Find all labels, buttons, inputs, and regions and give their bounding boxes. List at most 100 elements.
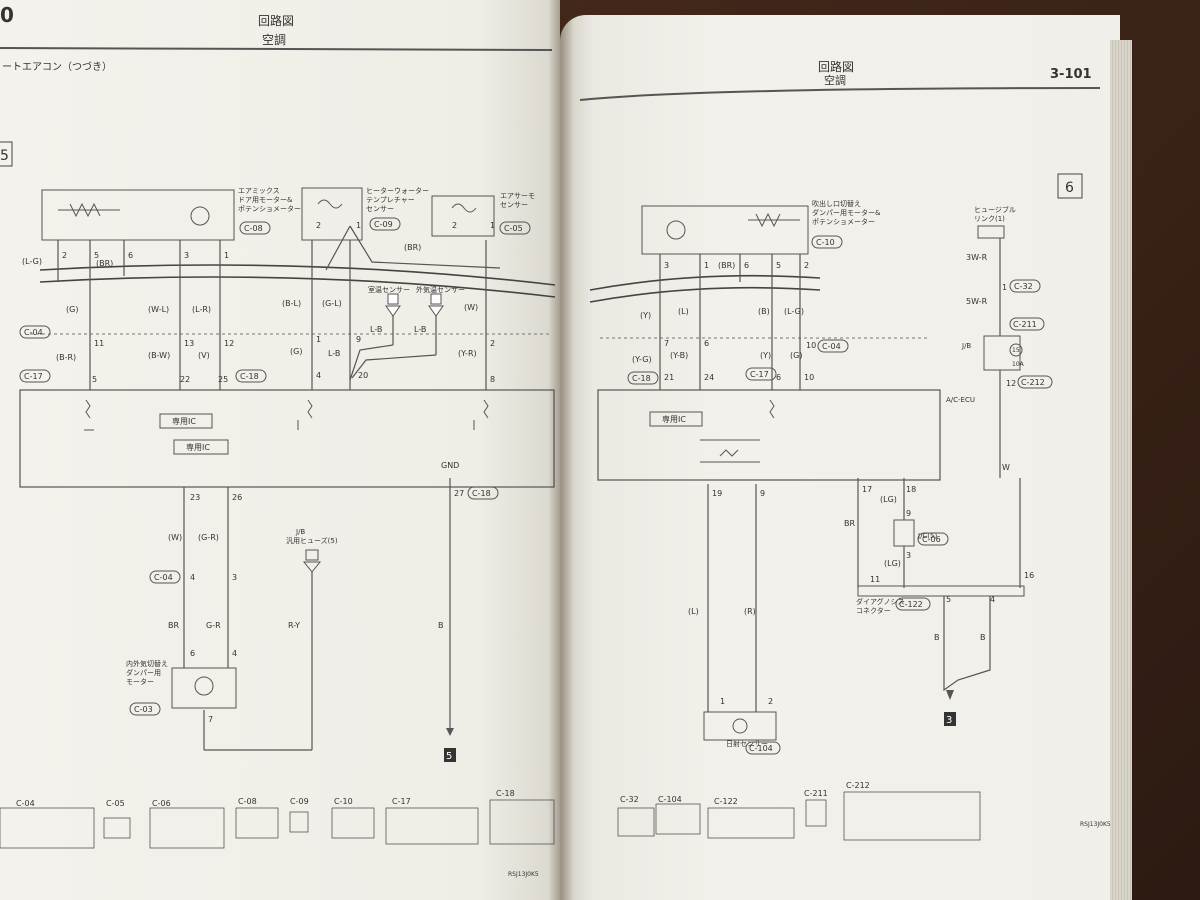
left-ecu-labels: 専用IC 専用IC GND (172, 416, 459, 470)
wc-22: B (438, 621, 444, 630)
pin-5: 2 (316, 221, 321, 230)
left-ecu-block (19, 389, 555, 488)
rwc-18: B (980, 633, 986, 642)
rwc-5: (Y-G) (632, 355, 652, 364)
conn-c09: C-09 (374, 220, 393, 229)
diag-connector-label: ダイアグノシスコネクター (856, 597, 905, 615)
conn-c18-a: C-18 (240, 372, 259, 381)
conn-r-c06: C-06 (922, 535, 941, 544)
footer-r-c32: C-32 (620, 795, 639, 804)
pin-21: 23 (190, 493, 200, 502)
right-page (560, 15, 1120, 900)
wc-9: (B-R) (56, 353, 76, 362)
pin-7: 2 (452, 221, 457, 230)
rwc-1: (L) (678, 307, 689, 316)
wc-12: (G) (290, 347, 302, 356)
left-ground-number: 5 (446, 751, 452, 762)
rwc-9: 3W-R (966, 253, 988, 262)
right-index-box (1057, 173, 1083, 199)
left-ground-arrow (446, 728, 454, 736)
left-wires (57, 225, 501, 751)
recirc-motor-symbol (194, 676, 214, 696)
right-top-components (641, 205, 1023, 371)
rpin-24: 1 (1002, 283, 1007, 292)
rpin-0: 3 (664, 261, 669, 270)
thermo-thermistor (451, 203, 477, 213)
jc-label: J/C(5) (917, 532, 937, 540)
footer-c08: C-08 (238, 797, 257, 806)
rpin-23: 2 (768, 697, 773, 706)
wc-15: L-B (414, 325, 426, 334)
rpin-9: 24 (704, 373, 714, 382)
airmix-label: エアミックスドア用モーター&ポテンショメーター (238, 187, 301, 213)
mode-motor-box (641, 205, 809, 255)
left-harness-band (39, 264, 556, 298)
conn-c04-a: C-04 (24, 328, 43, 337)
rpin-18: 11 (870, 575, 880, 584)
rwc-13: (LG) (884, 559, 901, 568)
left-page-number: 0 (0, 3, 14, 27)
right-harness-band (589, 274, 821, 303)
wc-19: BR (168, 621, 179, 630)
pin-4: 1 (224, 251, 229, 260)
pin-26: 4 (232, 649, 237, 658)
rpin-15: 18 (906, 485, 916, 494)
conn-r-c10: C-10 (816, 238, 835, 247)
left-component-labels: エアミックスドア用モーター&ポテンショメーター ヒーターウォーターテンプレチャー… (238, 186, 535, 294)
ecu-ic-2: 専用IC (186, 442, 210, 452)
right-pin-numbers: 3 1 6 5 2 7 6 10 21 24 6 10 19 9 17 18 9… (664, 261, 1034, 706)
left-section-title: ートエアコン（つづき） (2, 61, 112, 73)
footer-c10: C-10 (334, 797, 353, 806)
pin-8: 1 (490, 221, 495, 230)
footer-r-c104: C-104 (658, 795, 682, 804)
pin-3: 3 (184, 251, 189, 260)
footer-r-c212: C-212 (846, 781, 870, 790)
recirc-motor-box (171, 667, 237, 709)
conn-c03: C-03 (134, 705, 153, 714)
pin-22: 26 (232, 493, 242, 502)
mode-motor-label: 吹出し口切替えダンパー用モーター&ポテンショメーター (812, 199, 881, 226)
rpin-12: 19 (712, 489, 722, 498)
conn-r-c211: C-211 (1013, 320, 1037, 329)
left-header: 0 回路図 空調 ートエアコン（つづき） 5 (0, 3, 553, 167)
page-stack-edge (1110, 40, 1132, 900)
conn-r-c122: C-122 (899, 600, 923, 609)
airmix-motor-box (41, 189, 235, 241)
left-footer-connectors: C-04 C-05 C-06 C-08 C-09 C-10 C-17 C-18 … (0, 789, 555, 878)
rwc-17: B (934, 633, 940, 642)
right-ground-box (944, 712, 956, 726)
wc-1: (BR) (96, 259, 113, 268)
pin-27: 7 (208, 715, 213, 724)
right-wires (659, 238, 1021, 712)
right-ground-arrow (946, 690, 954, 700)
jb-fuse-block (983, 335, 1021, 371)
left-header-rule (0, 47, 553, 51)
rpin-14: 17 (862, 485, 872, 494)
pin-28: 27 (454, 489, 464, 498)
footer-c18: C-18 (496, 789, 515, 798)
footer-c04: C-04 (16, 799, 35, 808)
rpin-6: 6 (704, 339, 709, 348)
pin-6: 1 (356, 221, 361, 230)
fusible-link-box (977, 225, 1005, 239)
rwc-11: W (1002, 463, 1010, 472)
right-header-title: 回路図 (818, 59, 854, 74)
right-header-subtitle: 空調 (824, 73, 846, 87)
rpin-1: 1 (704, 261, 709, 270)
left-sensor-symbols (385, 293, 444, 317)
footer-c17: C-17 (392, 797, 411, 806)
rpin-17: 3 (906, 551, 911, 560)
pin-9: 11 (94, 339, 104, 348)
fuse-rating: 10A (1012, 361, 1025, 368)
pin-1: 5 (94, 251, 99, 260)
pin-23: 4 (190, 573, 195, 582)
right-header-rule (579, 87, 1101, 101)
left-index-number: 5 (0, 148, 9, 164)
rpin-4: 2 (804, 261, 809, 270)
conn-r-c212: C-212 (1021, 378, 1045, 387)
conn-r-c17: C-17 (750, 370, 769, 379)
right-index-number: 6 (1065, 180, 1074, 196)
gnd-label: GND (441, 461, 459, 470)
